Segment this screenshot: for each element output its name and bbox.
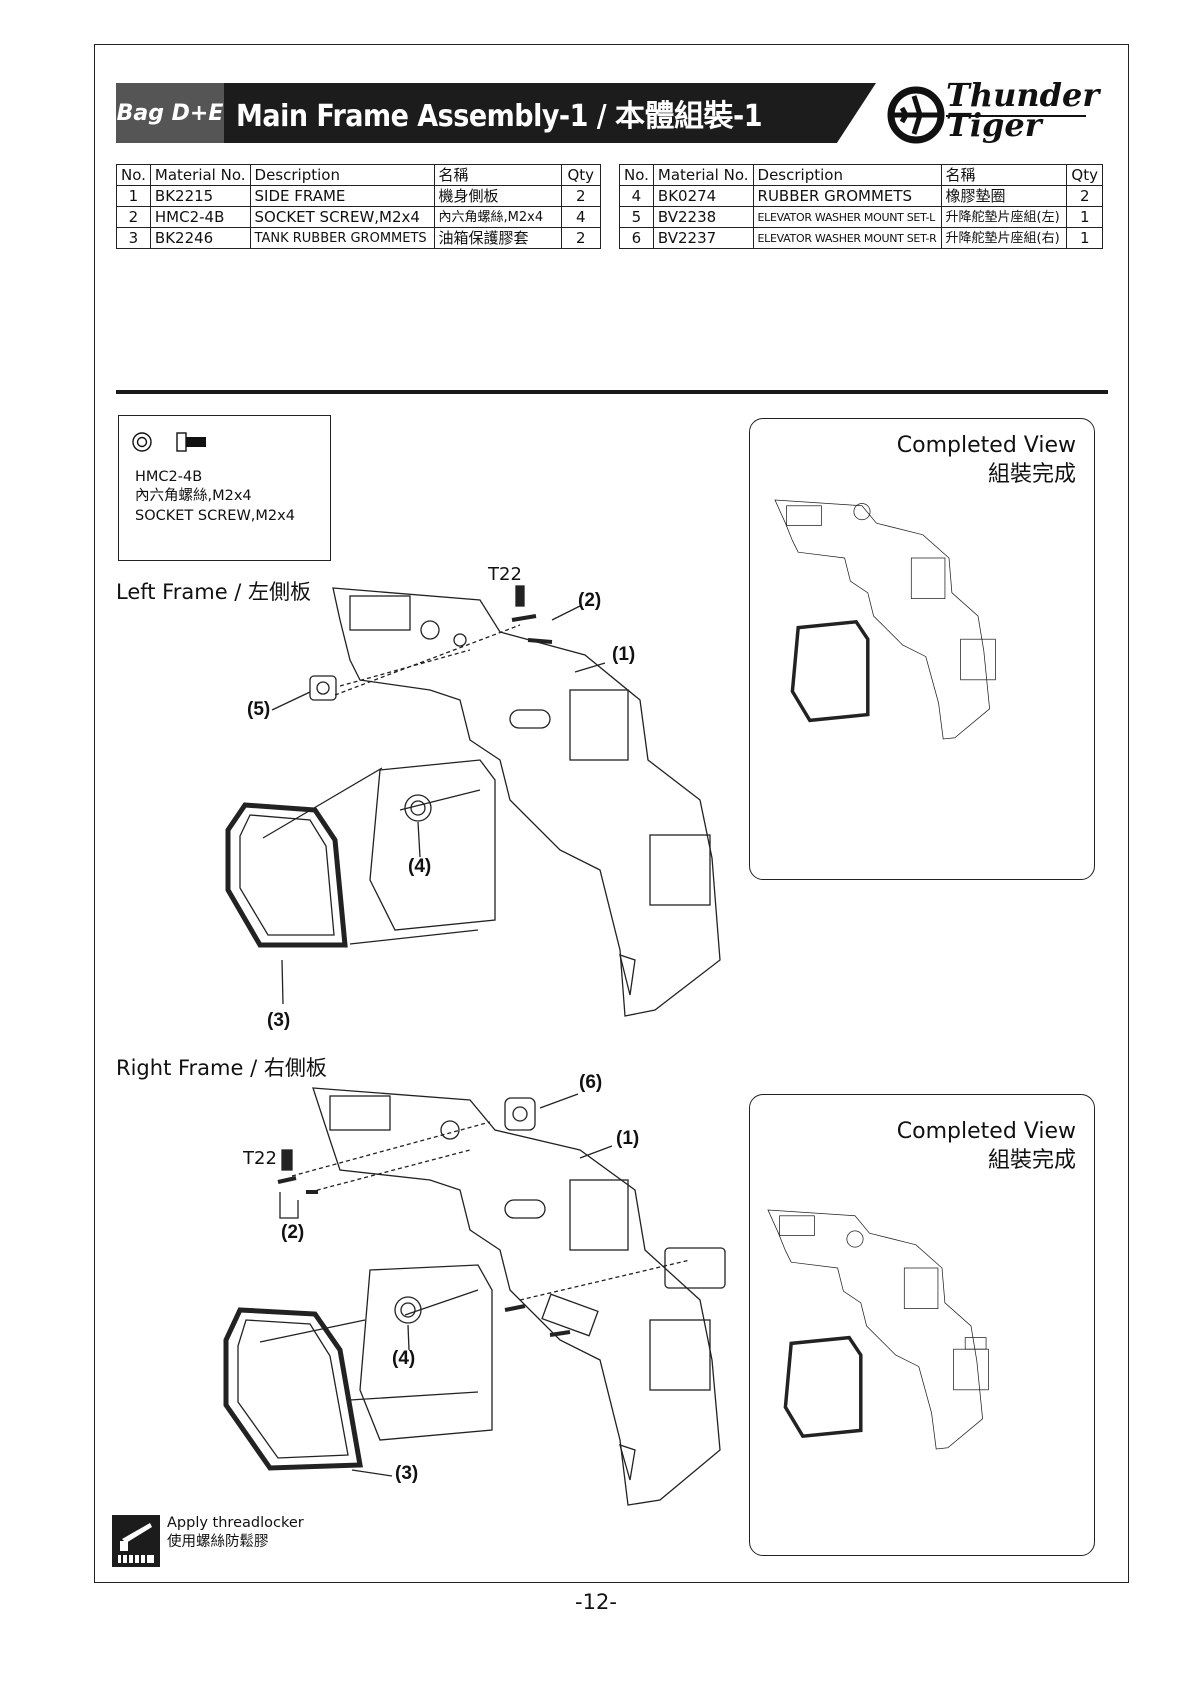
- tool-label-left: T22: [488, 564, 522, 585]
- cell-no: 6: [619, 227, 654, 249]
- table-row: 2 HMC2-4B SOCKET SCREW,M2x4 內六角螺絲,M2x4 4: [116, 206, 602, 228]
- callout-5: (5): [247, 699, 271, 720]
- right-side-frame-drawing: [223, 1087, 726, 1506]
- page-number: -12-: [575, 1590, 617, 1614]
- legend-name-zh: 內六角螺絲,M2x4: [135, 488, 252, 504]
- threadlocker-icon: [112, 1515, 160, 1567]
- cell-material: BK2215: [149, 185, 251, 207]
- bag-label: Bag D+E: [116, 83, 224, 143]
- threadlocker-note: Apply threadlocker 使用螺絲防鬆膠: [167, 1515, 304, 1550]
- cell-no: 3: [116, 227, 151, 249]
- col-material: Material No.: [652, 164, 754, 186]
- page-title: Main Frame Assembly-1 / 本體組裝-1: [224, 83, 876, 143]
- table-header-row: No. Material No. Description 名稱 Qty: [116, 164, 602, 186]
- col-description: Description: [249, 164, 435, 186]
- legend-name-en: SOCKET SCREW,M2x4: [135, 508, 295, 524]
- callout-1: (1): [612, 644, 636, 665]
- cell-no: 2: [116, 206, 151, 228]
- left-frame-label: Left Frame / 左側板: [116, 580, 312, 604]
- completed-view-left-drawing: [774, 499, 996, 740]
- table-row: 6 BV2237 ELEVATOR WASHER MOUNT SET-R 升降舵…: [619, 227, 1103, 249]
- completed-view-title: Completed View 組裝完成: [896, 433, 1076, 487]
- callout-3: (3): [395, 1463, 419, 1484]
- cell-material: BV2237: [652, 227, 754, 249]
- cell-name-zh: 油箱保護膠套: [433, 227, 562, 249]
- completed-view-title: Completed View 組裝完成: [896, 1119, 1076, 1173]
- thunder-tiger-logo: [868, 82, 1086, 146]
- callout-1: (1): [616, 1128, 640, 1149]
- table-row: 5 BV2238 ELEVATOR WASHER MOUNT SET-L 升降舵…: [619, 206, 1103, 228]
- cell-description: SIDE FRAME: [249, 185, 435, 207]
- callout-3: (3): [267, 1010, 291, 1031]
- completed-view-right-drawing: [767, 1209, 989, 1450]
- callout-4: (4): [408, 856, 432, 877]
- callout-4: (4): [392, 1348, 416, 1369]
- page-border: [94, 44, 1129, 1583]
- brand-wordmark: Thunder Tiger: [946, 76, 1100, 144]
- table-header-row: No. Material No. Description 名稱 Qty: [619, 164, 1103, 186]
- cell-qty: 2: [560, 227, 602, 249]
- callout-6: (6): [579, 1072, 603, 1093]
- left-side-frame-drawing: [225, 585, 721, 1017]
- parts-table-left: No. Material No. Description 名稱 Qty 1 BK…: [116, 164, 602, 249]
- cell-description: SOCKET SCREW,M2x4: [249, 206, 435, 228]
- cell-material: BK2246: [149, 227, 251, 249]
- cell-no: 4: [619, 185, 654, 207]
- completed-view-box-right: Completed View 組裝完成: [749, 1094, 1095, 1556]
- col-qty: Qty: [560, 164, 602, 186]
- callout-2: (2): [578, 590, 602, 611]
- col-name-zh: 名稱: [433, 164, 562, 186]
- right-frame-label: Right Frame / 右側板: [116, 1056, 327, 1080]
- section-divider: [116, 390, 1108, 394]
- cell-qty: 4: [560, 206, 602, 228]
- cell-material: BV2238: [652, 206, 754, 228]
- completed-view-box-left: Completed View 組裝完成: [749, 418, 1095, 880]
- tool-label-right: T22: [243, 1148, 277, 1169]
- legend-part-code: HMC2-4B: [135, 469, 203, 485]
- col-qty: Qty: [1066, 164, 1103, 186]
- table-row: 3 BK2246 TANK RUBBER GROMMETS 油箱保護膠套 2: [116, 227, 602, 249]
- col-material: Material No.: [149, 164, 251, 186]
- hardware-legend-box: HMC2-4B 內六角螺絲,M2x4 SOCKET SCREW,M2x4: [118, 415, 331, 561]
- cell-qty: 1: [1066, 227, 1103, 249]
- cell-name-zh: 機身側板: [433, 185, 562, 207]
- cell-description: TANK RUBBER GROMMETS: [249, 227, 435, 249]
- socket-screw-icon: [132, 432, 206, 452]
- cell-name-zh: 升降舵墊片座組(右): [940, 227, 1068, 249]
- table-row: 1 BK2215 SIDE FRAME 機身側板 2: [116, 185, 602, 207]
- cell-description: ELEVATOR WASHER MOUNT SET-R: [752, 227, 942, 249]
- callout-2: (2): [281, 1222, 305, 1243]
- parts-table-right: No. Material No. Description 名稱 Qty 4 BK…: [619, 164, 1103, 249]
